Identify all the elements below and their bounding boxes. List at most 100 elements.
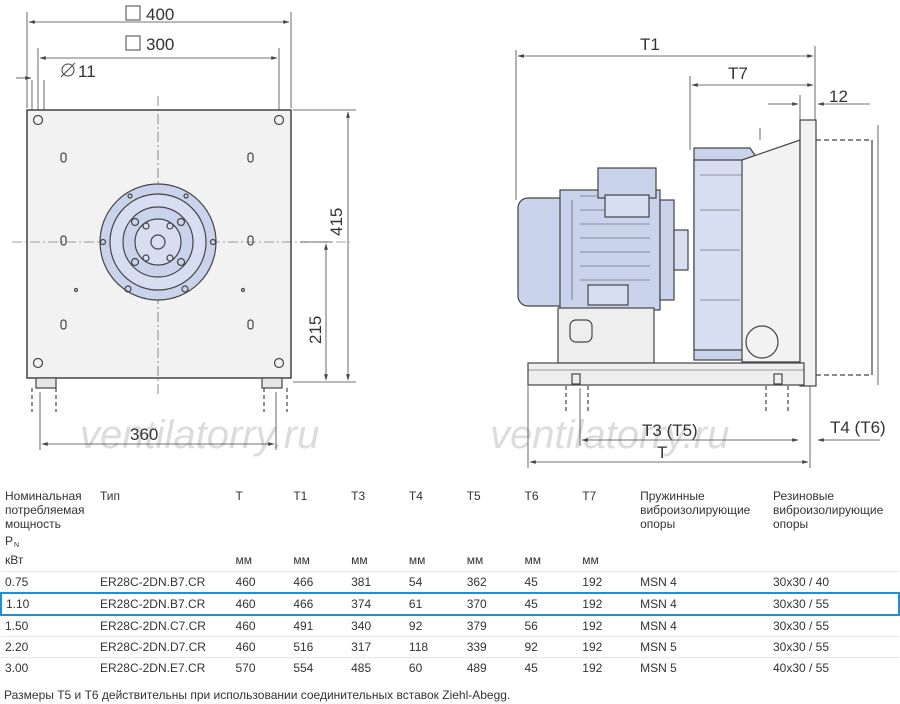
- cell-T3: 374: [347, 592, 405, 616]
- cell-spring: MSN 4: [636, 592, 769, 616]
- cell-T4: 60: [404, 657, 463, 678]
- cell-T3: 485: [347, 657, 405, 678]
- cell-type: ER28C-2DN.B7.CR: [95, 592, 232, 616]
- cell-rubber: 30x30 / 55: [768, 636, 899, 658]
- cell-T4: 92: [404, 614, 463, 637]
- cell-T6: 45: [520, 592, 579, 616]
- header-T1: T1: [293, 489, 308, 503]
- cell-T6: 92: [520, 636, 579, 658]
- unit-type: [96, 551, 232, 572]
- header-rubber: Резиновые виброизолирующие опоры: [772, 489, 884, 531]
- unit-T3: мм: [351, 553, 368, 567]
- dim-215: 215: [306, 316, 325, 344]
- cell-T: 460: [231, 571, 290, 593]
- side-view: [515, 46, 880, 468]
- cell-rubber: 30x30 / 55: [768, 614, 899, 637]
- cell-power: 2.20: [1, 636, 96, 658]
- cell-T5: 489: [462, 657, 521, 678]
- watermark-right: ventilatorry.ru: [490, 413, 729, 457]
- cell-T1: 491: [289, 614, 348, 637]
- unit-T6: мм: [524, 553, 542, 567]
- table-row[interactable]: 0.75 ER28C-2DN.B7.CR 460 466 381 54 362 …: [1, 571, 899, 593]
- table-row-highlighted[interactable]: 1.10 ER28C-2DN.B7.CR 460 466 374 61 370 …: [0, 592, 900, 616]
- cell-T1: 516: [289, 636, 348, 658]
- cell-T1: 466: [289, 592, 348, 616]
- cell-T7: 192: [578, 657, 637, 678]
- cell-rubber: 30x30 / 55: [768, 592, 900, 616]
- dim-T1: T1: [640, 35, 660, 54]
- unit-spring: [636, 551, 769, 572]
- cell-T5: 370: [462, 592, 521, 616]
- dim-T4-T6: T4 (T6): [830, 418, 886, 437]
- dim-T7: T7: [728, 64, 748, 83]
- header-T: T: [235, 489, 243, 503]
- cell-rubber: 30x30 / 40: [768, 571, 899, 593]
- cell-T4: 54: [404, 571, 463, 593]
- front-view: [12, 5, 356, 450]
- header-T3: T3: [351, 489, 366, 503]
- cell-T1: 466: [289, 571, 348, 593]
- cell-T5: 362: [462, 571, 521, 593]
- table-header-row: Номинальная потребляемая мощность PN Тип…: [1, 486, 899, 551]
- cell-power: 0.75: [1, 571, 96, 593]
- unit-rubber: [769, 551, 899, 572]
- cell-T1: 554: [289, 657, 348, 678]
- dim-square-300: 300: [146, 35, 174, 54]
- dim-T: T: [657, 443, 667, 462]
- cell-power: 1.10: [0, 592, 96, 616]
- header-power: Номинальная потребляемая мощность PN: [1, 486, 96, 551]
- cell-T: 460: [231, 636, 290, 658]
- header-T6: T6: [524, 489, 539, 503]
- header-type: Тип: [99, 489, 120, 503]
- header-power-label: Номинальная потребляемая мощность: [5, 489, 85, 531]
- unit-power: кВт: [5, 553, 24, 567]
- cell-rubber: 40x30 / 55: [768, 657, 899, 678]
- dim-415: 415: [327, 208, 346, 236]
- table-row[interactable]: 3.00 ER28C-2DN.E7.CR 570 554 485 60 489 …: [1, 657, 899, 678]
- cell-type: ER28C-2DN.C7.CR: [95, 614, 232, 637]
- table-units-row: кВт мм мм мм мм мм мм мм: [1, 551, 899, 572]
- spec-table: Номинальная потребляемая мощность PN Тип…: [0, 486, 900, 678]
- technical-drawing: ventilatorry.ru ventilatorry.ru: [12, 5, 886, 468]
- cell-T6: 45: [520, 571, 579, 593]
- dim-diameter-11: 11: [78, 62, 96, 81]
- cell-T7: 192: [578, 571, 637, 593]
- cell-T4: 118: [404, 636, 463, 658]
- cell-power: 3.00: [1, 657, 96, 678]
- header-spring: Пружинные виброизолирующие опоры: [640, 489, 751, 531]
- unit-T7: мм: [582, 553, 599, 567]
- cell-T7: 192: [578, 614, 637, 637]
- header-T4: T4: [408, 489, 423, 503]
- cell-T5: 339: [462, 636, 521, 658]
- unit-T1: мм: [293, 553, 310, 567]
- cell-T3: 340: [347, 614, 405, 637]
- dim-T3-T5: T3 (T5): [642, 421, 698, 440]
- cell-type: ER28C-2DN.B7.CR: [95, 571, 232, 593]
- cell-power: 1.50: [1, 614, 96, 637]
- cell-type: ER28C-2DN.E7.CR: [95, 657, 232, 678]
- cell-T3: 381: [347, 571, 405, 593]
- cell-T3: 317: [347, 636, 405, 658]
- dim-square-400: 400: [146, 5, 174, 24]
- unit-T5: мм: [466, 553, 484, 567]
- cell-T7: 192: [578, 592, 637, 616]
- cell-type: ER28C-2DN.D7.CR: [95, 636, 232, 658]
- cell-T: 460: [231, 592, 290, 616]
- table-row[interactable]: 2.20 ER28C-2DN.D7.CR 460 516 317 118 339…: [1, 636, 899, 658]
- cell-spring: MSN 5: [636, 636, 769, 658]
- cell-T6: 45: [520, 657, 579, 678]
- cell-T: 570: [231, 657, 290, 678]
- cell-spring: MSN 4: [636, 614, 769, 637]
- watermark-left: ventilatorry.ru: [80, 413, 319, 457]
- cell-T6: 56: [520, 614, 579, 637]
- unit-T4: мм: [408, 553, 426, 567]
- cell-T: 460: [231, 614, 290, 637]
- dim-12: 12: [829, 87, 848, 106]
- header-T5: T5: [466, 489, 481, 503]
- footnote: Размеры T5 и T6 действительны при исполь…: [4, 688, 511, 702]
- cell-T7: 192: [578, 636, 637, 658]
- table-row[interactable]: 1.50 ER28C-2DN.C7.CR 460 491 340 92 379 …: [1, 614, 899, 637]
- cell-T5: 379: [462, 614, 521, 637]
- header-T7: T7: [582, 489, 597, 503]
- header-power-symbol: PN: [5, 534, 20, 549]
